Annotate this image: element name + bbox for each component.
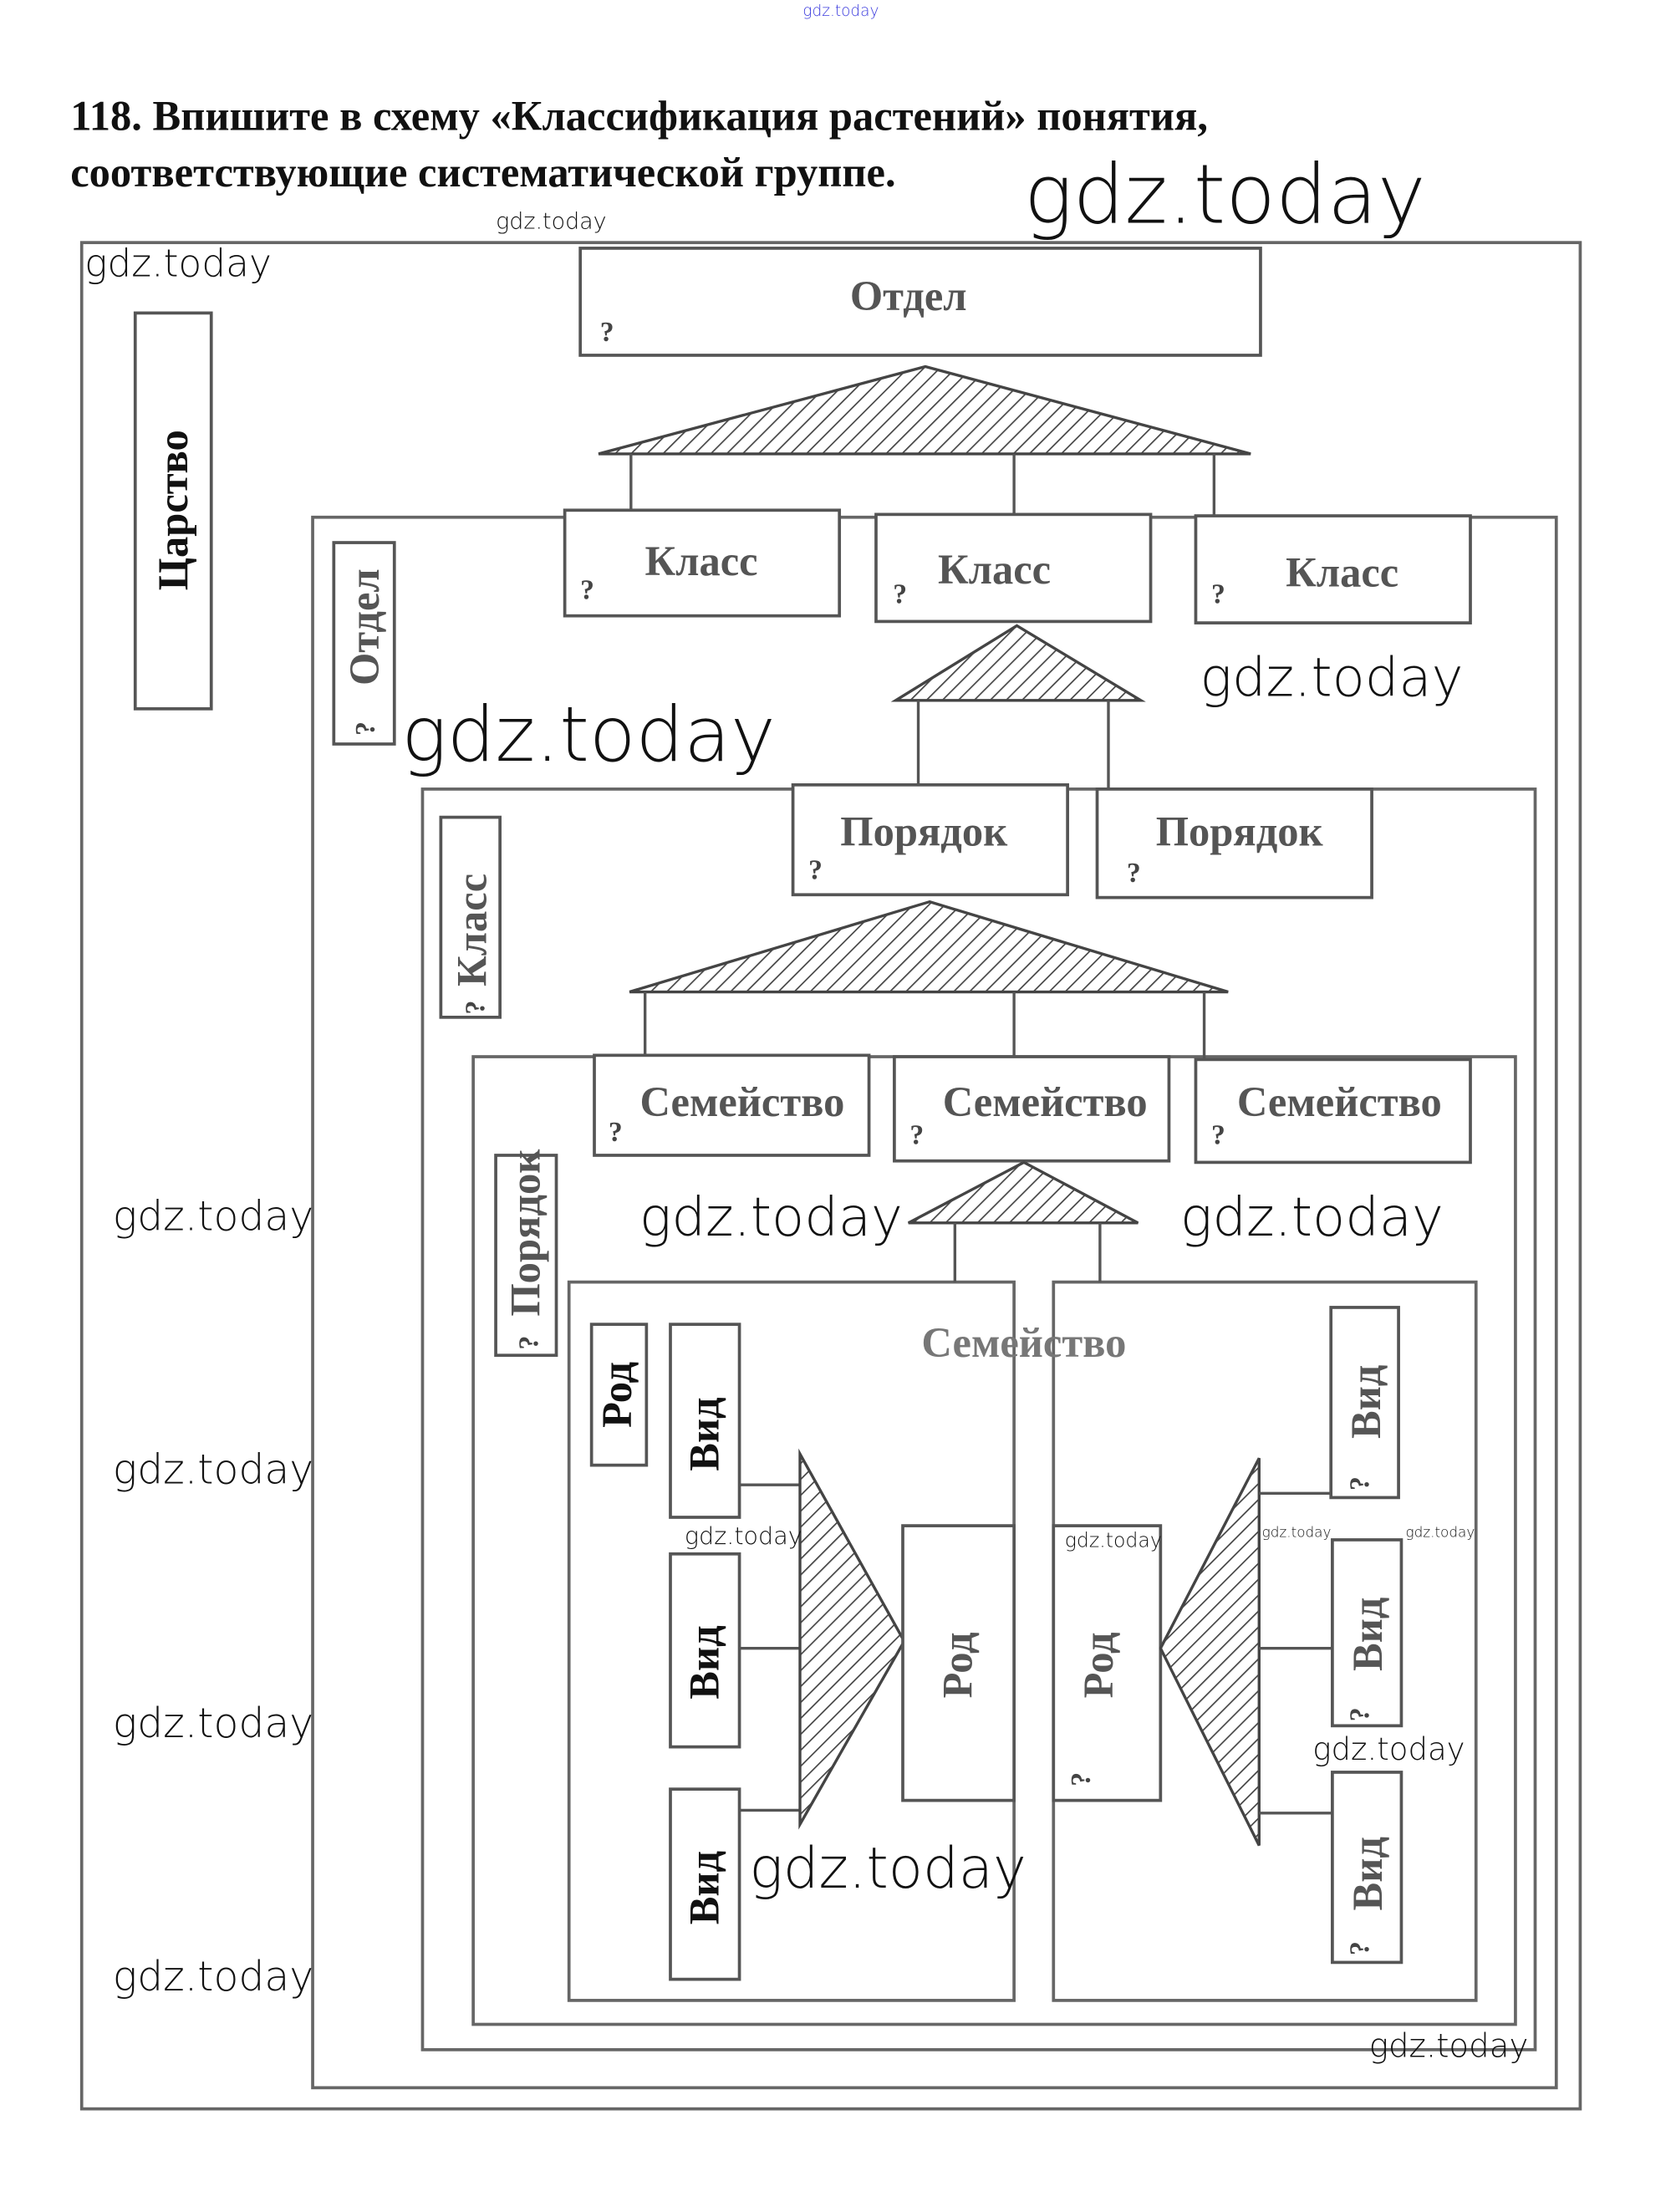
division-input-box[interactable] (578, 247, 1262, 357)
family-input-box-2[interactable] (893, 1055, 1171, 1163)
order-label-2: Порядок (1156, 808, 1324, 854)
kingdom-label-box (133, 311, 213, 711)
task-title-line2: соответствующие систематической группе. (70, 149, 895, 196)
family-label-1: Семейство (639, 1078, 844, 1125)
watermark: gdz.today (113, 1700, 313, 1747)
species-box-left-1 (669, 1323, 741, 1519)
class-input-box-2[interactable] (874, 512, 1153, 624)
question-mark: ? (461, 1001, 492, 1015)
genus-input-box-right[interactable] (1052, 1524, 1163, 1802)
class-label-3: Класс (1286, 548, 1398, 595)
genus-side-label: Род (593, 1362, 640, 1428)
class-side-box (439, 815, 502, 1019)
question-mark: ? (609, 1117, 623, 1148)
order-side-label: Порядок (502, 1149, 548, 1317)
family-label-3: Семейство (1237, 1078, 1442, 1125)
watermark: gdz.today (749, 1835, 1026, 1901)
species-label: Вид (1342, 1365, 1389, 1439)
division-box-label: Отдел (850, 273, 967, 319)
kingdom-label: Царство (150, 430, 196, 590)
class-label-1: Класс (645, 538, 758, 584)
watermark: gdz.today (639, 1187, 903, 1249)
question-mark: ? (580, 574, 594, 605)
task-title-line1: 118. Впишите в схему «Классификация раст… (70, 92, 1208, 139)
question-mark: ? (1345, 1941, 1376, 1955)
hatched-triangle-family (907, 1160, 1139, 1225)
class-side-label: Класс (448, 874, 495, 986)
question-mark: ? (909, 1119, 924, 1150)
question-mark: ? (1211, 579, 1225, 610)
watermark: gdz.today (1312, 1731, 1465, 1767)
kingdom-frame (79, 241, 1582, 2111)
genus-input-box-left[interactable] (901, 1524, 1016, 1802)
family-center-label: Семейство (921, 1319, 1126, 1366)
question-mark: ? (1345, 1707, 1376, 1721)
watermark: gdz.today (113, 1446, 313, 1494)
division-side-box (332, 541, 396, 746)
species-input-box-right-3[interactable] (1331, 1771, 1403, 1965)
watermark: gdz.today (1180, 1187, 1444, 1249)
species-label: Вид (680, 1625, 727, 1699)
family-input-box-3[interactable] (1194, 1058, 1472, 1165)
question-mark: ? (514, 1336, 545, 1350)
species-label: Вид (1344, 1598, 1391, 1671)
question-mark: ? (893, 579, 907, 610)
class-input-box-1[interactable] (563, 508, 842, 618)
question-mark: ? (1211, 1119, 1225, 1150)
question-mark: ? (1345, 1476, 1376, 1491)
watermark: gdz.today (113, 1953, 313, 2000)
watermark: gdz.today (1065, 1528, 1162, 1552)
species-box-left-2 (669, 1552, 741, 1749)
watermark: gdz.today (84, 242, 272, 286)
species-label: Вид (680, 1397, 727, 1470)
order-label-1: Порядок (840, 808, 1008, 854)
question-mark: ? (600, 317, 614, 348)
division-side-label: Отдел (341, 568, 388, 686)
species-label: Вид (680, 1851, 727, 1924)
watermark: gdz.today (1369, 2027, 1529, 2065)
genus-label-right: Род (1075, 1632, 1122, 1698)
order-input-box-2[interactable] (1095, 787, 1373, 900)
genus-label-left: Род (935, 1632, 981, 1698)
class-label-2: Класс (938, 546, 1051, 593)
watermark: gdz.today (113, 1192, 313, 1240)
watermark: gdz.today (496, 208, 607, 234)
species-input-box-right-1[interactable] (1329, 1306, 1400, 1500)
hatched-triangle-order (629, 900, 1229, 994)
hatched-triangle-class (890, 624, 1146, 702)
family-input-box-1[interactable] (593, 1053, 871, 1157)
species-label: Вид (1344, 1837, 1391, 1910)
question-mark: ? (1127, 858, 1141, 889)
genus-side-box (589, 1323, 649, 1467)
species-input-box-right-2[interactable] (1331, 1538, 1403, 1728)
order-side-box (494, 1154, 558, 1358)
watermark: gdz.today (1024, 148, 1426, 243)
watermark: gdz.today (1200, 648, 1464, 710)
watermark: gdz.today (401, 691, 776, 779)
question-mark: ? (808, 855, 823, 886)
watermark: gdz.today (1262, 1524, 1332, 1541)
hatched-triangle-division (598, 364, 1251, 456)
watermark: gdz.today (1406, 1524, 1475, 1541)
hatched-triangle-genus-left (798, 1448, 906, 1830)
order-input-box-1[interactable] (791, 782, 1069, 897)
family-label-2: Семейство (943, 1078, 1148, 1125)
watermark-top: gdz.today (802, 3, 879, 20)
class-input-box-3[interactable] (1194, 514, 1472, 624)
question-mark: ? (1066, 1772, 1097, 1786)
hatched-triangle-genus-right (1159, 1457, 1261, 1847)
watermark: gdz.today (685, 1521, 802, 1550)
question-mark: ? (350, 721, 381, 736)
species-box-left-3 (669, 1787, 741, 1981)
